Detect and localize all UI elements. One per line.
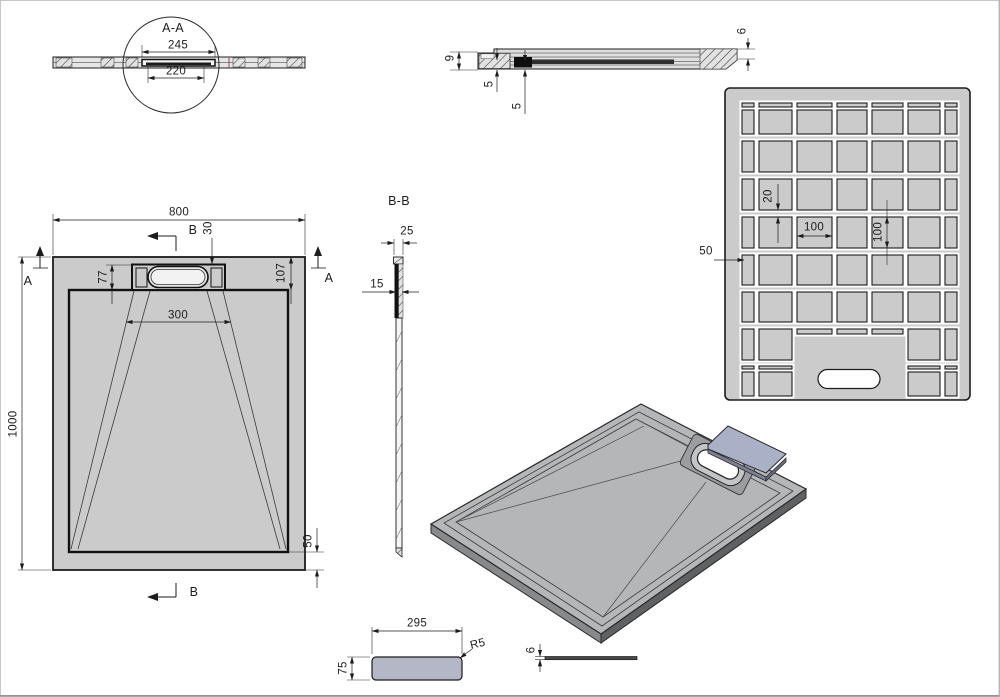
hatch-segments — [55, 57, 303, 68]
label-section-bb: B-B — [388, 193, 410, 208]
dim-1000: 1000 — [7, 410, 20, 438]
dim-30: 30 — [202, 221, 215, 235]
section-marker-b-top — [147, 232, 177, 251]
dim-9: 9 — [444, 54, 457, 62]
dim-100-h: 100 — [803, 221, 825, 234]
grid-pattern — [739, 100, 960, 399]
view-section-aa — [52, 16, 306, 114]
cover-plate-edge-view — [544, 656, 638, 661]
dim-50-plan: 50 — [302, 534, 315, 548]
dim-245: 245 — [167, 39, 189, 52]
view-section-front — [450, 38, 755, 114]
dim-5-step: 5 — [483, 80, 496, 88]
detail-circle — [122, 16, 220, 114]
dim-75: 75 — [337, 661, 350, 675]
dim-6-edge: 6 — [736, 27, 749, 35]
view-cover-plate — [347, 627, 638, 681]
cover-plate-3d — [707, 425, 787, 482]
marker-a-left: A — [23, 273, 33, 288]
dim-220: 220 — [165, 65, 187, 78]
section-marker-a-left — [33, 246, 48, 269]
dim-20: 20 — [762, 189, 775, 203]
dim-25: 25 — [400, 225, 414, 238]
label-section-aa: A-A — [162, 20, 184, 35]
view-isometric — [429, 403, 808, 644]
marker-b-bottom: B — [189, 584, 199, 599]
view-plan — [18, 214, 326, 601]
marker-a-right: A — [324, 270, 334, 285]
dim-100-v: 100 — [872, 221, 885, 243]
dim-5-depth: 5 — [511, 102, 524, 110]
marker-b-top: B — [188, 222, 198, 237]
shower-floor — [67, 288, 290, 554]
dim-6-thickness: 6 — [525, 646, 538, 654]
dim-295: 295 — [406, 617, 428, 630]
dim-50-grid: 50 — [699, 245, 713, 258]
dim-77: 77 — [97, 270, 110, 284]
cover-plate-front — [371, 656, 463, 681]
dim-107: 107 — [275, 262, 288, 284]
section-marker-b-bottom — [147, 583, 177, 601]
dim-15: 15 — [370, 278, 384, 291]
dim-800: 800 — [168, 206, 190, 219]
handle-slot — [817, 368, 881, 390]
dim-300: 300 — [167, 309, 189, 322]
view-grid-bottom — [714, 87, 971, 401]
section-marker-a-right — [311, 246, 326, 269]
view-section-bb — [362, 239, 419, 558]
